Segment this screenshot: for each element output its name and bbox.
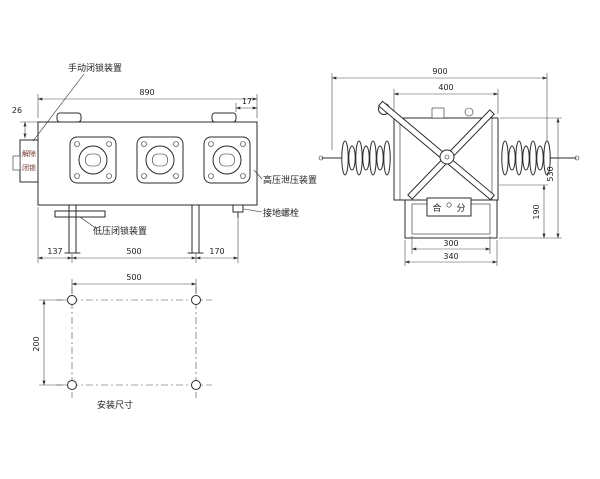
bushing-insulator-left (318, 140, 391, 176)
dim-190: 190 (532, 204, 541, 219)
dim-530: 530 (546, 166, 555, 181)
dim-400: 400 (438, 83, 453, 92)
dim-side-overall: 900 (331, 67, 548, 150)
front-view: 890 17 26 解除 闭锁 手动闭锁装置 (12, 62, 317, 411)
dim-137: 137 (47, 247, 62, 256)
dim-26: 26 (12, 106, 22, 115)
ground-bolt (232, 204, 244, 219)
dim-170: 170 (209, 247, 224, 256)
pole-flange-2 (136, 136, 184, 184)
ground-bolt-label: 接地螺栓 (263, 207, 299, 219)
dim-side-body: 400 (393, 83, 499, 114)
release-lock-text-2: 闭锁 (22, 163, 36, 172)
dim-hole-pitch-200: 200 (32, 336, 41, 351)
mounting-hole (191, 295, 201, 305)
top-detail (431, 107, 445, 119)
dim-lug-offset: 17 (235, 97, 258, 112)
dim-890: 890 (139, 88, 154, 97)
hv-relief-callout: 高压泄压装置 (253, 169, 317, 186)
indicator-close: 合 (432, 202, 441, 214)
mounting-hole (191, 380, 201, 390)
dim-bottom-chain: 137 500 170 (37, 207, 239, 263)
indicator-shaft (446, 202, 452, 208)
low-voltage-lock-callout: 低压闭锁装置 (79, 216, 147, 237)
indicator-open: 分 (456, 203, 465, 214)
dim-340: 340 (443, 252, 458, 261)
base-frame: 合 分 (404, 197, 498, 239)
dim-base-340: 340 (404, 240, 498, 266)
dim-height-530: 530 (499, 117, 562, 239)
mounting-hole-pattern: 500 200 (32, 273, 212, 398)
dim-500: 500 (126, 247, 141, 256)
install-dimensions-label: 安装尺寸 (97, 399, 133, 411)
ground-bolt-callout: 接地螺栓 (243, 207, 299, 219)
mounting-hole (67, 380, 77, 390)
handle-bar-1 (377, 100, 496, 201)
dim-300: 300 (443, 239, 458, 248)
handle-pivot (439, 149, 455, 165)
bushing-insulator-right (501, 140, 580, 176)
pole-flange-3 (203, 136, 251, 184)
right-leg (187, 204, 204, 254)
hv-relief-label: 高压泄压装置 (263, 174, 317, 186)
lifting-lug-left (56, 112, 82, 123)
manual-lock-label: 手动闭锁装置 (68, 62, 122, 74)
pole-flange-1 (69, 136, 117, 184)
operating-handle (377, 100, 496, 201)
dim-17: 17 (242, 97, 252, 106)
release-lock-box: 解除 闭锁 (12, 139, 39, 183)
low-voltage-lock-label: 低压闭锁装置 (93, 225, 147, 237)
mounting-hole (67, 295, 77, 305)
dim-900: 900 (432, 67, 447, 76)
dim-hole-span-500: 500 (126, 273, 141, 282)
lifting-lug-right (211, 112, 237, 123)
manual-lock-callout: 手动闭锁装置 (32, 62, 122, 142)
dim-left-offset: 26 (12, 106, 38, 139)
release-lock-text-1: 解除 (22, 149, 36, 158)
dim-overall-width: 890 (37, 88, 258, 118)
side-view: 900 400 (318, 67, 580, 266)
dim-base-300: 300 (411, 236, 491, 254)
dim-lower-190: 190 (499, 184, 548, 239)
